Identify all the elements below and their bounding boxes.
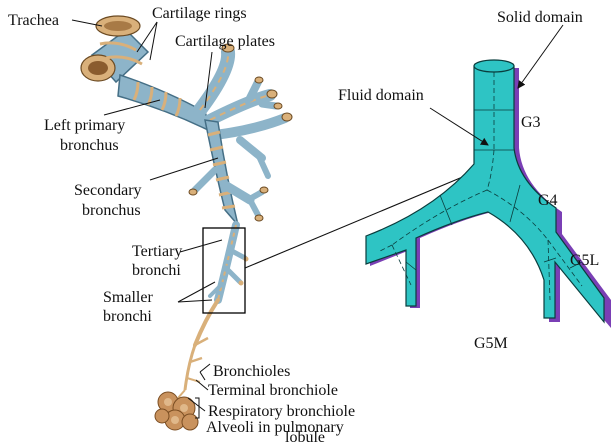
label-tertiary-line1: Tertiary xyxy=(132,243,182,260)
label-left-primary-line1: Left primary xyxy=(44,117,125,134)
label-cartilage-rings: Cartilage rings xyxy=(152,5,247,22)
label-solid-domain: Solid domain xyxy=(497,9,583,26)
label-alveoli-line2: lobule xyxy=(285,429,325,444)
label-g5l: G5L xyxy=(570,252,599,269)
trachea-drawing xyxy=(81,16,148,82)
label-g4: G4 xyxy=(538,192,558,209)
label-trachea: Trachea xyxy=(8,12,59,29)
label-g5m: G5M xyxy=(474,335,508,352)
fluid-domain-body xyxy=(366,66,604,322)
alveoli-drawing xyxy=(155,392,198,430)
label-g3: G3 xyxy=(521,114,541,131)
label-smaller-line2: bronchi xyxy=(103,308,152,325)
label-terminal-bronchiole: Terminal bronchiole xyxy=(208,382,338,399)
label-left-primary-line2: bronchus xyxy=(60,137,119,154)
bronchioles-drawing xyxy=(178,338,208,398)
label-secondary-line1: Secondary xyxy=(74,182,142,199)
label-respiratory-bronchiole: Respiratory bronchiole xyxy=(208,403,355,420)
label-secondary-line2: bronchus xyxy=(82,202,141,219)
left-labels: Trachea Cartilage rings Cartilage plates… xyxy=(8,5,355,444)
label-cartilage-plates: Cartilage plates xyxy=(175,33,275,50)
label-smaller-line1: Smaller xyxy=(103,289,153,306)
label-fluid-domain: Fluid domain xyxy=(338,87,424,104)
label-bronchioles: Bronchioles xyxy=(213,363,290,380)
label-tertiary-line2: bronchi xyxy=(132,262,181,279)
